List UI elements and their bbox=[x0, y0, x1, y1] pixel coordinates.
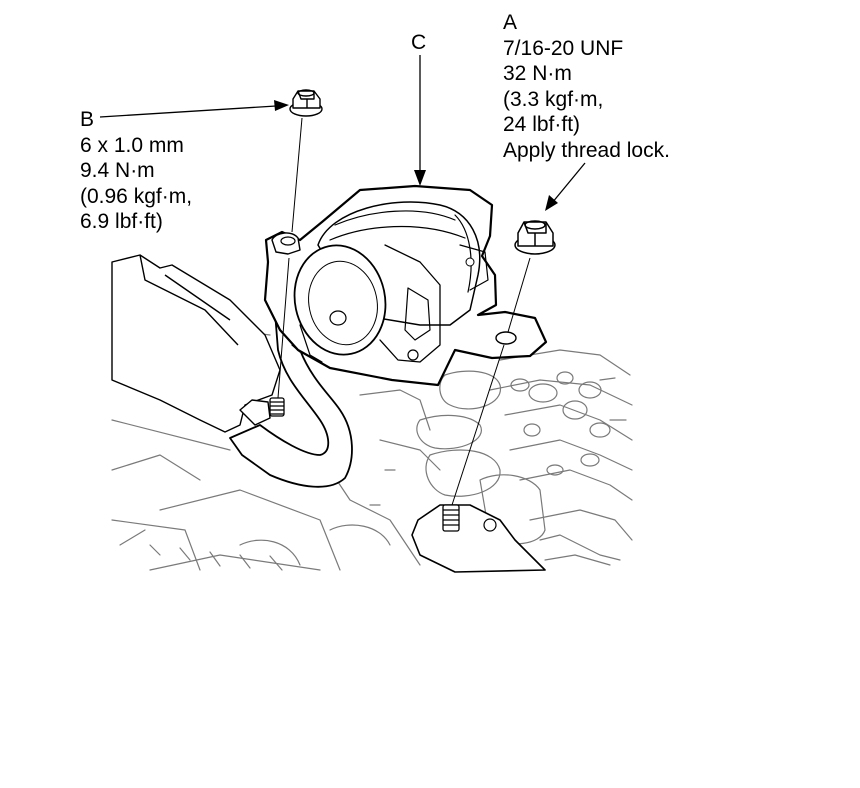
flange-nut-icon bbox=[289, 89, 323, 117]
threaded-stud-icon bbox=[442, 504, 460, 532]
callout-b-torque-kgfm: (0.96 kgf·m, bbox=[80, 184, 193, 208]
flange-nut-icon bbox=[514, 220, 556, 255]
callout-a-torque-nm: 32 N·m bbox=[503, 62, 572, 85]
callout-a-thread-spec: 7/16-20 UNF bbox=[503, 36, 624, 60]
callout-arrowheads bbox=[274, 100, 558, 211]
callout-a: A 7/16-20 UNF 32 N·m (3.3 kgf·m, 24 lbf·… bbox=[503, 10, 670, 163]
floor-anchor-bracket bbox=[411, 504, 546, 573]
callout-a-torque-kgfm: (3.3 kgf·m, bbox=[503, 87, 604, 111]
callout-a-note: Apply thread lock. bbox=[503, 138, 670, 162]
seat-frame-rail bbox=[111, 254, 281, 433]
callout-c: C bbox=[411, 30, 426, 56]
callout-b-torque-lbfft: 6.9 lbf·ft) bbox=[80, 210, 163, 233]
callout-c-letter: C bbox=[411, 31, 427, 54]
callout-b-torque-nm: 9.4 N·m bbox=[80, 159, 155, 182]
seat-belt-webbing bbox=[229, 299, 353, 488]
callout-leader-lines bbox=[99, 55, 586, 204]
callout-a-letter: A bbox=[503, 11, 518, 34]
seat-belt-retractor-icon bbox=[263, 184, 548, 387]
callout-b: B 6 x 1.0 mm 9.4 N·m (0.96 kgf·m, 6.9 lb… bbox=[80, 107, 192, 235]
callout-b-letter: B bbox=[80, 108, 95, 131]
callout-a-torque-lbfft: 24 lbf·ft) bbox=[503, 113, 581, 136]
alignment-guide-lines bbox=[277, 117, 531, 506]
vehicle-floor-panel bbox=[111, 314, 633, 571]
callout-b-thread-spec: 6 x 1.0 mm bbox=[80, 133, 184, 157]
threaded-stud-icon bbox=[269, 397, 285, 417]
